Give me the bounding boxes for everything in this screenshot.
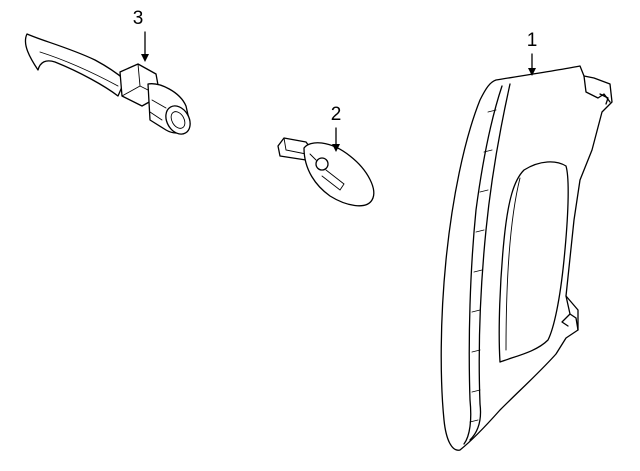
callout-1: 1 — [527, 30, 538, 76]
part-2-bulb[interactable] — [277, 137, 375, 207]
callout-2: 2 — [331, 104, 342, 152]
callout-1-arrowhead — [528, 68, 536, 76]
part-1-lamp-housing[interactable] — [440, 65, 613, 451]
callout-3: 3 — [133, 8, 149, 62]
callout-3-label: 3 — [133, 8, 144, 29]
callout-2-arrowhead — [332, 144, 340, 152]
callout-2-label: 2 — [331, 104, 342, 125]
part-3-socket-wire[interactable] — [24, 33, 195, 138]
callout-1-label: 1 — [527, 30, 538, 51]
callout-3-arrowhead — [141, 54, 149, 62]
